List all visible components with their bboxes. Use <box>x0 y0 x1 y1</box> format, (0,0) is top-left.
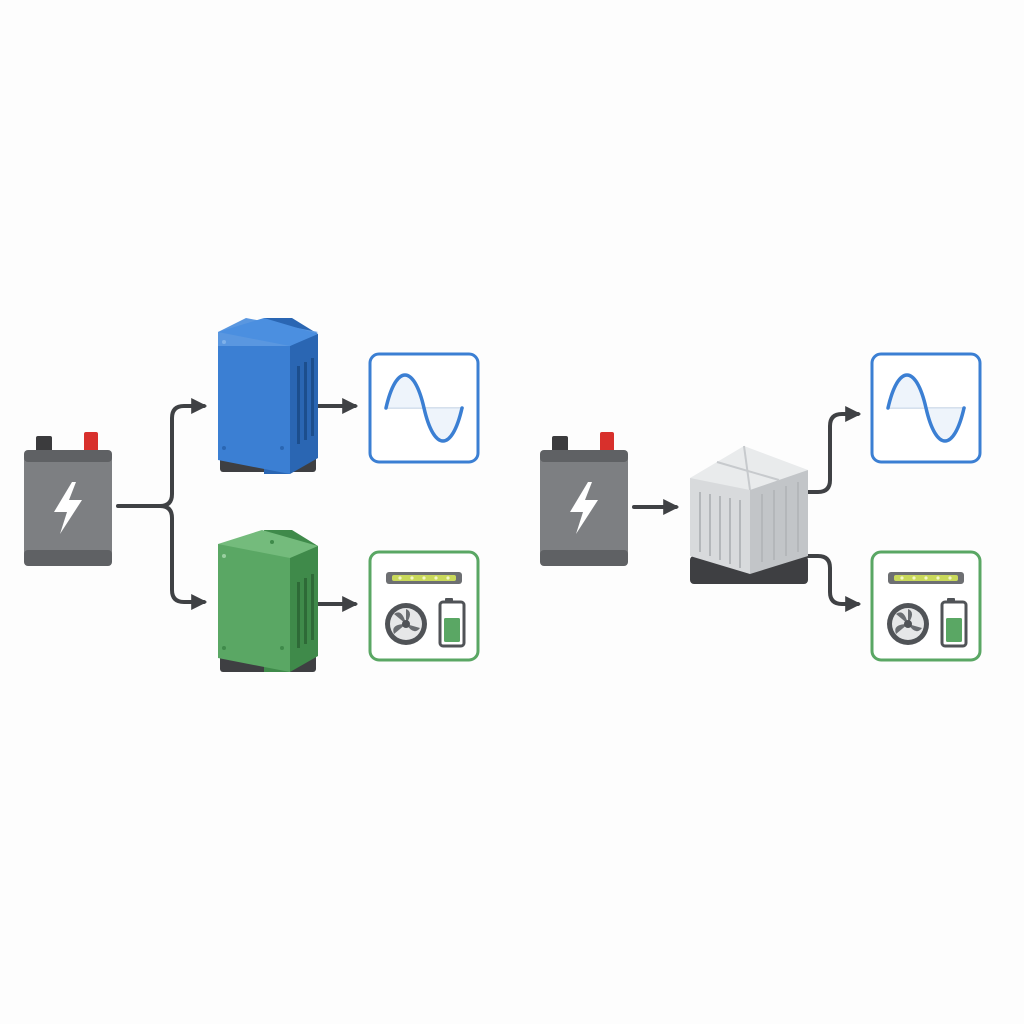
small-battery-icon <box>438 598 466 648</box>
battery-with-bolt-icon <box>24 432 112 566</box>
led-strip-icon <box>888 572 964 584</box>
battery-with-bolt-icon <box>540 432 628 566</box>
branch-up-arrow <box>158 398 208 508</box>
right-connectors <box>632 406 862 612</box>
led-strip-icon <box>386 572 462 584</box>
ac-sine-wave-panel <box>368 352 480 464</box>
blue-inverter-unit <box>218 318 318 474</box>
green-converter-unit <box>218 530 318 672</box>
dc-loads-panel <box>870 550 982 662</box>
ac-sine-wave-panel <box>870 352 982 464</box>
dc-loads-panel <box>368 550 480 662</box>
sine-wave-icon <box>886 373 966 443</box>
unit-to-ac-arrow <box>806 406 862 494</box>
left-diagram <box>24 318 480 672</box>
combined-silver-unit <box>690 445 808 584</box>
sine-wave-icon <box>384 373 464 443</box>
unit-to-dc-arrow <box>806 554 862 612</box>
left-connectors <box>116 398 359 612</box>
fan-icon <box>385 603 427 645</box>
small-battery-icon <box>940 598 968 648</box>
right-diagram <box>540 352 982 662</box>
branch-down-arrow <box>158 504 208 610</box>
fan-icon <box>887 603 929 645</box>
